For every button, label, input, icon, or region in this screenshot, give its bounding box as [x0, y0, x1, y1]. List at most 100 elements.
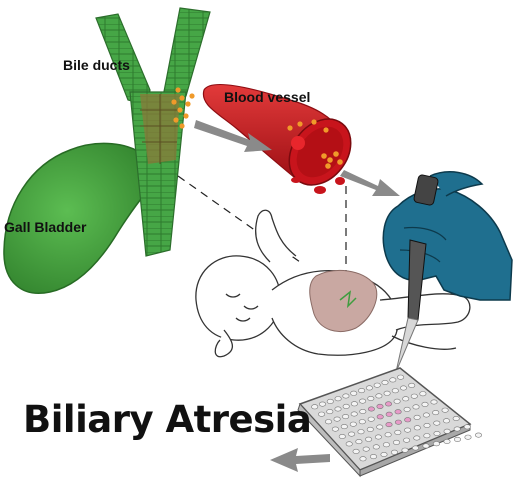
- plate-well: [443, 438, 451, 444]
- plate-well: [372, 444, 380, 450]
- plate-well: [350, 390, 358, 396]
- plate-well: [362, 446, 370, 452]
- diagram-title: Biliary Atresia: [23, 398, 312, 441]
- plate-well: [358, 419, 366, 425]
- plate-well: [359, 456, 367, 462]
- plate-well: [367, 406, 375, 412]
- plate-well: [318, 411, 326, 417]
- plate-well: [423, 433, 431, 439]
- plate-well: [390, 449, 398, 455]
- plate-well: [348, 431, 356, 437]
- plate-well: [338, 433, 346, 439]
- plate-well: [367, 416, 375, 422]
- well-plate-icon: [297, 367, 482, 478]
- plate-well: [381, 379, 389, 385]
- plate-well: [365, 436, 373, 442]
- plate-well: [421, 401, 429, 407]
- plate-well: [441, 407, 449, 413]
- plate-well: [432, 410, 440, 416]
- plate-well: [350, 411, 358, 417]
- plate-well: [334, 396, 342, 402]
- plate-well: [443, 428, 451, 434]
- pipette-icon: [381, 174, 439, 419]
- plate-well: [366, 426, 374, 432]
- plate-well: [397, 374, 405, 380]
- plate-well: [422, 412, 430, 418]
- plate-well: [384, 401, 392, 407]
- gall-bladder: [3, 142, 164, 294]
- plate-well: [326, 409, 334, 415]
- plate-well: [333, 416, 341, 422]
- plate-well: [430, 399, 438, 405]
- plate-well: [331, 426, 339, 432]
- plate-well: [433, 420, 441, 426]
- plate-well: [411, 445, 419, 451]
- plate-well: [376, 403, 384, 409]
- plate-well: [442, 418, 450, 424]
- plate-well: [375, 393, 383, 399]
- plate-well: [385, 422, 393, 428]
- plate-well: [374, 434, 382, 440]
- plate-well: [367, 395, 375, 401]
- plate-well: [399, 385, 407, 391]
- plate-well: [403, 406, 411, 412]
- plate-well: [369, 454, 377, 460]
- plate-well: [349, 421, 357, 427]
- bile-ducts: [95, 7, 211, 257]
- plate-well: [345, 441, 353, 447]
- plate-well: [408, 382, 416, 388]
- plate-well: [422, 443, 430, 449]
- plate-well: [404, 427, 412, 433]
- plate-well: [452, 415, 460, 421]
- plate-well: [373, 382, 381, 388]
- plate-well: [385, 411, 393, 417]
- plate-well: [365, 385, 373, 391]
- plate-well: [382, 442, 390, 448]
- plate-well: [393, 398, 401, 404]
- plate-well: [464, 434, 472, 440]
- plate-well: [342, 414, 350, 420]
- gall-bladder-label: Gall Bladder: [4, 219, 87, 235]
- plate-well: [412, 404, 420, 410]
- plate-well: [404, 417, 412, 423]
- gloved-hand-icon: [382, 171, 513, 301]
- plate-well: [380, 451, 388, 457]
- infant-liver: [309, 270, 378, 332]
- plate-well: [413, 414, 421, 420]
- plate-well: [357, 429, 365, 435]
- plate-well: [326, 398, 334, 404]
- plate-well: [342, 403, 350, 409]
- plate-well: [359, 398, 367, 404]
- plate-well: [383, 390, 391, 396]
- flow-arrows: [194, 120, 400, 472]
- plate-well: [403, 437, 411, 443]
- plate-well: [423, 422, 431, 428]
- plate-well: [433, 430, 441, 436]
- plate-well: [413, 435, 421, 441]
- plate-well: [352, 448, 360, 454]
- plate-well: [392, 439, 400, 445]
- plate-well: [384, 432, 392, 438]
- blood-vessel: [202, 83, 352, 194]
- bile-particles: [171, 87, 195, 129]
- dashed-guides: [177, 175, 347, 282]
- plate-well: [358, 388, 366, 394]
- plate-well: [391, 388, 399, 394]
- plate-well: [394, 409, 402, 415]
- plate-well: [394, 429, 402, 435]
- plate-well: [318, 401, 326, 407]
- bile-ducts-label: Bile ducts: [63, 57, 130, 73]
- plate-well: [311, 404, 319, 410]
- plate-well: [394, 419, 402, 425]
- plate-well: [340, 424, 348, 430]
- plate-well: [453, 426, 461, 432]
- plate-well: [359, 408, 367, 414]
- plate-well: [463, 424, 471, 430]
- plate-well: [432, 441, 440, 447]
- plate-well: [419, 391, 427, 397]
- plate-well: [376, 414, 384, 420]
- plate-well: [376, 424, 384, 430]
- plate-well: [334, 406, 342, 412]
- plate-well: [401, 447, 409, 453]
